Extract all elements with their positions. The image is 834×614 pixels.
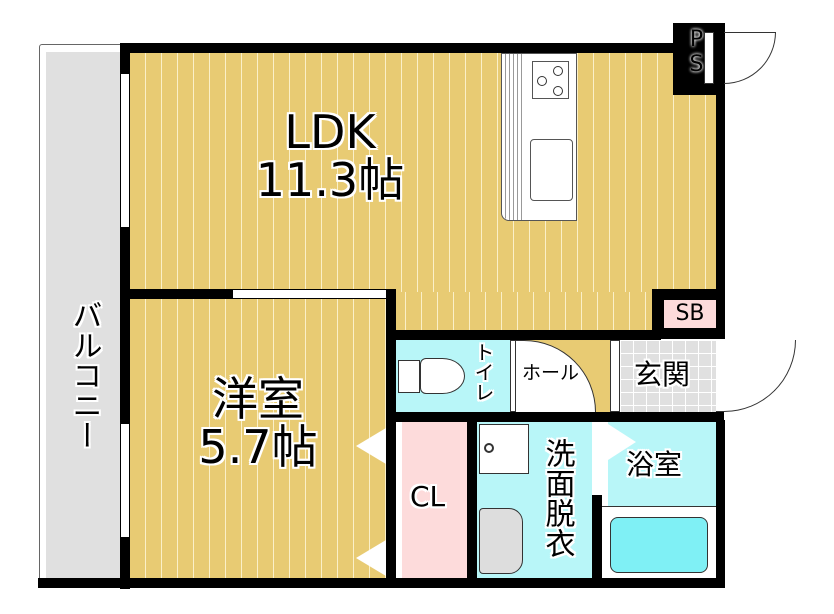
bath-door[interactable] (608, 424, 636, 460)
entrance: 玄関 (620, 340, 716, 412)
western-name: 洋室 (212, 372, 304, 426)
wall-left (120, 43, 130, 589)
toilet-icon (398, 360, 420, 393)
entrance-door[interactable] (716, 340, 796, 412)
balcony-window-upper[interactable] (120, 73, 130, 228)
balcony-window-lower[interactable] (120, 423, 130, 538)
ldk-size: 11.3帖 (255, 153, 405, 208)
bathtub (602, 506, 716, 578)
wall-wash-bath (592, 495, 602, 588)
hall-label: ホール (522, 362, 580, 384)
ldk-label: LDK 11.3帖 (230, 108, 430, 205)
ldk-western-sliding-door[interactable] (232, 289, 387, 299)
closet-door-upper[interactable] (356, 428, 386, 464)
washroom-label: 洗面脱衣 (539, 438, 575, 558)
wall-western-right (386, 289, 396, 588)
sink-icon (530, 139, 573, 201)
balcony: バルコニー (46, 52, 124, 578)
wall-closet-wash (467, 415, 477, 588)
pipe-space: PS (673, 23, 725, 95)
toilet-label: トイレ (471, 342, 495, 402)
stove-icon (532, 61, 569, 99)
kitchen-counter (501, 53, 577, 221)
western-label: 洋室 5.7帖 (168, 375, 348, 472)
entrance-frame (610, 340, 620, 412)
wall-right-lower (716, 420, 725, 588)
washroom: 洗面脱衣 (477, 422, 592, 578)
entrance-label: 玄関 (634, 358, 691, 391)
ps-door[interactable] (724, 32, 776, 84)
wall-bottom (38, 578, 724, 588)
toilet-room: トイレ (396, 340, 510, 412)
bathroom-label: 浴室 (626, 448, 683, 481)
ldk-room (130, 52, 716, 292)
hall: ホール (516, 340, 610, 412)
bathroom: 浴室 (602, 422, 716, 506)
western-room (130, 298, 386, 580)
closet: CL (396, 422, 467, 578)
toilet-door[interactable] (510, 340, 516, 412)
shoebox-label: SB (675, 301, 705, 326)
shoebox: SB (664, 300, 716, 328)
ldk-name: LDK (284, 105, 376, 159)
closet-door-lower[interactable] (356, 540, 386, 576)
washbasin-icon (479, 508, 523, 574)
wall-top (120, 43, 698, 53)
balcony-label: バルコニー (66, 300, 102, 450)
wall-service-top (386, 330, 661, 340)
closet-label: CL (410, 480, 446, 513)
washing-machine-icon (479, 424, 529, 474)
wall-right-upper (716, 90, 725, 335)
western-size: 5.7帖 (198, 420, 318, 475)
